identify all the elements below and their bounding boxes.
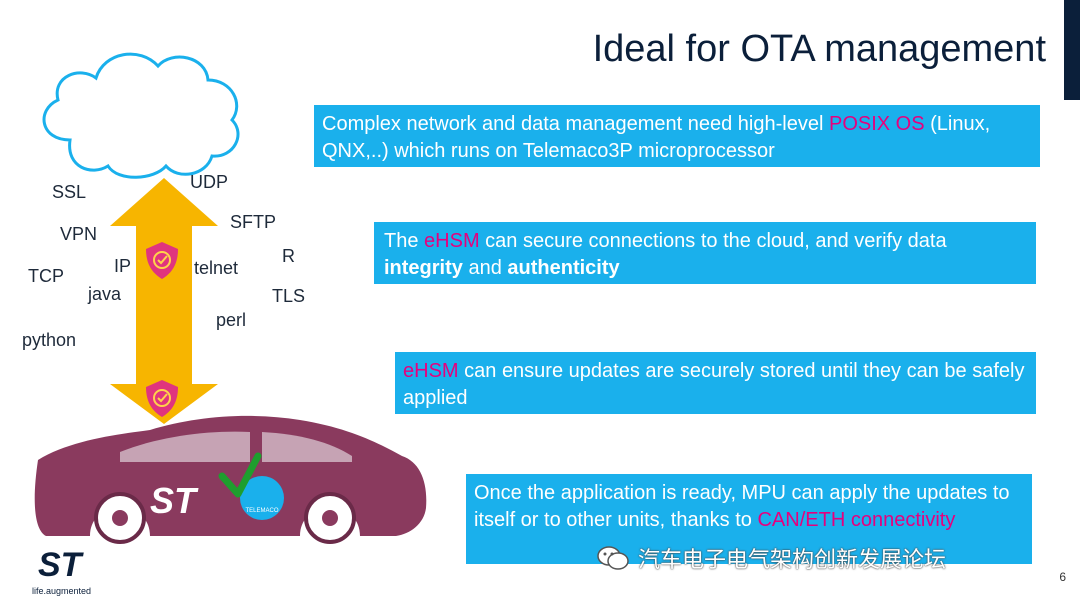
protocol-label: SFTP — [230, 212, 277, 232]
callout-text: (Linux, QNX,..) which runs on Telemaco3P… — [322, 113, 991, 162]
watermark: 汽车电子电气架构创新发展论坛 — [596, 542, 946, 574]
telemaco-module-icon — [240, 476, 284, 520]
callout-ehsm-secure: The eHSM can secure connections to the c… — [374, 222, 1036, 284]
callout-text: and — [462, 257, 508, 279]
protocol-label: java — [88, 284, 122, 304]
protocol-label: VPN — [60, 224, 98, 244]
page-number: 6 — [1059, 570, 1066, 584]
callout-bold: integrity — [384, 257, 463, 279]
shield-icon-top — [146, 242, 178, 279]
double-arrow-icon — [110, 178, 218, 424]
callout-text: The — [384, 230, 425, 252]
protocol-label: python — [22, 330, 77, 350]
slide-title: Ideal for OTA management — [592, 28, 1046, 70]
wheel-rear — [94, 492, 146, 544]
callout-highlight: eHSM — [424, 230, 480, 252]
car-st-logo: ST — [150, 480, 197, 521]
st-logo-text: ST — [38, 546, 82, 584]
callout-text: Once the application is ready, MPU can a… — [474, 482, 1010, 531]
protocol-label: IP — [114, 256, 132, 276]
telemaco-label: TELEMACO — [245, 508, 279, 514]
shield-icon-bottom — [146, 380, 178, 417]
callout-text: can secure connections to the cloud, and… — [479, 230, 947, 252]
callout-mpu-updates: Once the application is ready, MPU can a… — [466, 474, 1032, 564]
protocol-label: TCP — [28, 266, 64, 286]
callout-highlight: CAN/ETH connectivity — [757, 509, 956, 531]
wechat-icon — [597, 546, 629, 570]
callout-bold: authenticity — [507, 257, 620, 279]
check-icon — [218, 452, 262, 498]
watermark-text: 汽车电子电气架构创新发展论坛 — [638, 547, 947, 572]
wheel-front — [304, 492, 356, 544]
protocol-label: telnet — [194, 258, 239, 278]
tagline: life.augmented — [32, 586, 92, 596]
protocol-label: R — [282, 246, 295, 266]
protocol-label: SSL — [52, 182, 87, 202]
corner-bar — [1064, 0, 1080, 100]
callout-highlight: POSIX OS — [828, 113, 925, 135]
callout-ehsm-storage: eHSM can ensure updates are securely sto… — [395, 352, 1036, 414]
cloud-icon — [42, 52, 240, 179]
protocol-label: TLS — [272, 286, 306, 306]
callout-posix-os: Complex network and data management need… — [314, 105, 1040, 167]
callout-highlight: eHSM — [403, 360, 459, 382]
callout-text: can ensure updates are securely stored u… — [403, 360, 1025, 409]
callout-text: Complex network and data management need… — [322, 113, 829, 135]
protocol-label: UDP — [190, 172, 229, 192]
protocol-label: perl — [216, 310, 247, 330]
car-illustration — [34, 415, 427, 544]
